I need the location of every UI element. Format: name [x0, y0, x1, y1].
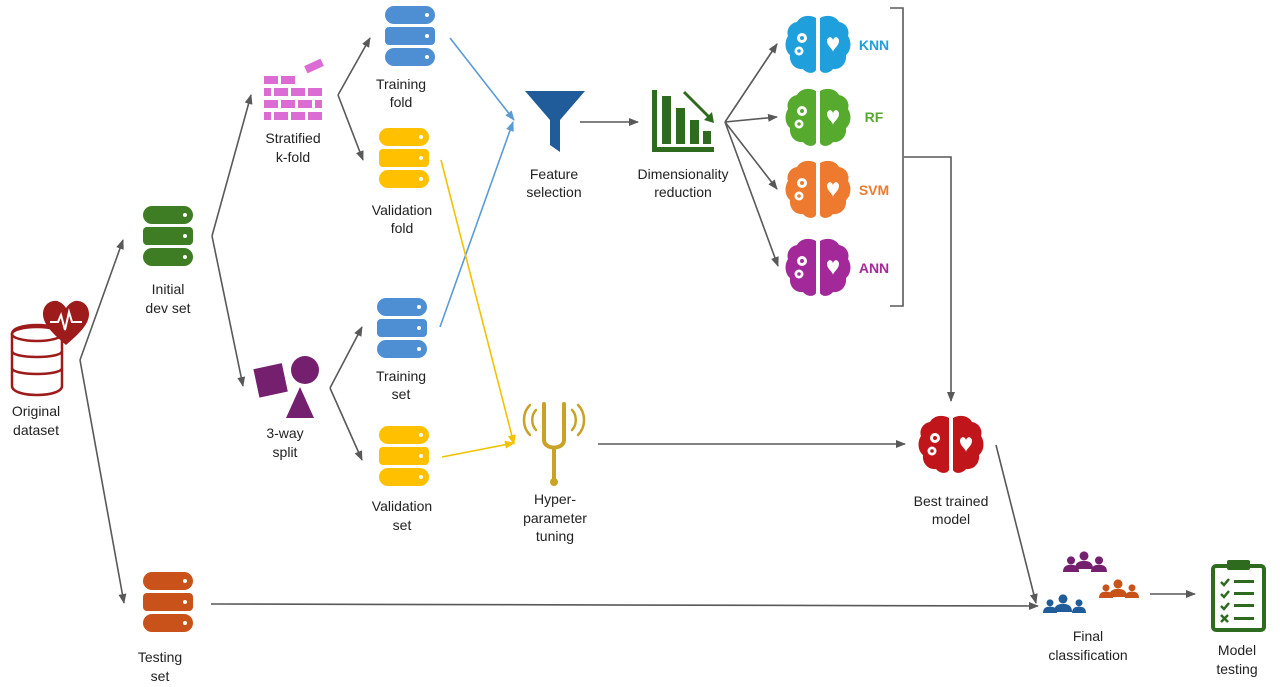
label-original-line1: Original	[12, 403, 60, 419]
node-model-rf: RF	[785, 88, 884, 146]
edge-dimred-to-ann	[724, 121, 779, 267]
node-hyperparameter-tuning: Hyper- parameter tuning	[522, 402, 587, 544]
database-icon	[377, 298, 427, 358]
edges	[79, 7, 1196, 610]
database-icon	[379, 426, 429, 486]
edge-testing-to-final	[210, 601, 1039, 610]
label-testing-line2: set	[151, 668, 170, 684]
label-best-line2: model	[932, 511, 970, 527]
edge-trainset-to-feature	[439, 121, 514, 328]
people-groups-icon	[1043, 551, 1139, 613]
node-three-way-split: 3-way split	[253, 356, 319, 460]
edge-dev-to-split	[211, 235, 246, 387]
label-final-line1: Final	[1073, 628, 1103, 644]
edge-dimred-to-knn	[724, 43, 778, 123]
edge-valfold-to-tuning	[440, 159, 516, 445]
label-kfold-line2: k-fold	[276, 149, 310, 165]
label-testing-line1: Testing	[138, 649, 182, 665]
brain-icon	[918, 415, 984, 473]
node-model-knn: KNN	[785, 15, 889, 73]
label-valfold-line1: Validation	[372, 202, 432, 218]
brain-icon	[785, 238, 851, 296]
funnel-icon	[525, 91, 585, 152]
models-bracket	[890, 7, 904, 307]
label-original-line2: dataset	[13, 422, 59, 438]
label-kfold-line1: Stratified	[265, 130, 320, 146]
label-best-line1: Best trained	[914, 493, 989, 509]
brain-icon	[785, 160, 851, 218]
brain-icon	[785, 15, 851, 73]
label-split-line2: split	[273, 444, 298, 460]
label-modeltesting-line1: Model	[1218, 642, 1256, 658]
node-dimensionality-reduction: Dimensionality reduction	[637, 90, 729, 200]
label-tuning-line1: Hyper-	[534, 491, 576, 507]
edge-best-to-final	[995, 444, 1038, 604]
label-trainfold-line2: fold	[390, 94, 413, 110]
edge-kfold-to-trainfold	[337, 37, 371, 96]
edge-split-to-trainset	[329, 326, 363, 389]
label-model-ann: ANN	[859, 260, 889, 276]
node-testing-set: Testing set	[138, 572, 193, 684]
label-dimred-line2: reduction	[654, 184, 712, 200]
label-trainset-line2: set	[392, 386, 411, 402]
edge-original-to-testing	[79, 359, 127, 604]
database-icon	[143, 572, 193, 632]
label-dev-line2: dev set	[145, 300, 190, 316]
node-best-trained-model: Best trained model	[914, 415, 989, 527]
node-original-dataset: Original dataset	[10, 300, 89, 438]
database-icon	[379, 128, 429, 188]
label-dev-line1: Initial	[152, 281, 185, 297]
shapes-icon	[253, 356, 319, 418]
label-trainfold-line1: Training	[376, 76, 426, 92]
edge-kfold-to-valfold	[337, 94, 364, 161]
label-tuning-line3: tuning	[536, 528, 574, 544]
label-model-svm: SVM	[859, 182, 889, 198]
label-model-rf: RF	[865, 109, 884, 125]
label-valset-line2: set	[393, 517, 412, 533]
node-validation-fold: Validation fold	[372, 128, 432, 236]
node-training-fold: Training fold	[376, 6, 435, 110]
edge-models-to-best	[904, 156, 955, 402]
edge-dimred-to-rf	[724, 113, 778, 123]
node-training-set: Training set	[376, 298, 427, 402]
label-split-line1: 3-way	[266, 425, 303, 441]
label-tuning-line2: parameter	[523, 510, 587, 526]
label-feature-line1: Feature	[530, 166, 578, 182]
node-validation-set: Validation set	[372, 426, 432, 533]
node-final-classification: Final classification	[1043, 551, 1139, 663]
edge-dimred-to-svm	[724, 121, 778, 190]
edge-dev-to-kfold	[211, 94, 253, 237]
edge-original-to-dev	[79, 239, 124, 361]
node-model-ann: ANN	[785, 238, 889, 296]
bricks-icon	[264, 58, 324, 120]
clipboard-checklist-icon	[1211, 560, 1266, 632]
tuning-fork-icon	[522, 402, 586, 486]
label-final-line2: classification	[1048, 647, 1127, 663]
database-icon	[385, 6, 435, 66]
label-dimred-line1: Dimensionality	[637, 166, 728, 182]
label-model-knn: KNN	[859, 37, 889, 53]
node-initial-dev-set: Initial dev set	[143, 206, 193, 316]
node-model-testing: Model testing	[1211, 560, 1266, 677]
label-trainset-line1: Training	[376, 368, 426, 384]
database-icon	[143, 206, 193, 266]
heart-database-icon	[10, 300, 89, 397]
declining-bar-chart-icon	[652, 90, 714, 152]
brain-icon	[785, 88, 851, 146]
label-modeltesting-line2: testing	[1216, 661, 1257, 677]
node-model-svm: SVM	[785, 160, 889, 218]
node-feature-selection: Feature selection	[525, 91, 585, 200]
edge-trainfold-to-feature	[449, 37, 515, 121]
label-valset-line1: Validation	[372, 498, 432, 514]
edge-valset-to-tuning	[441, 440, 515, 458]
edge-split-to-valset	[329, 387, 363, 461]
node-stratified-kfold: Stratified k-fold	[264, 58, 324, 165]
label-valfold-line2: fold	[391, 220, 414, 236]
label-feature-line2: selection	[526, 184, 581, 200]
